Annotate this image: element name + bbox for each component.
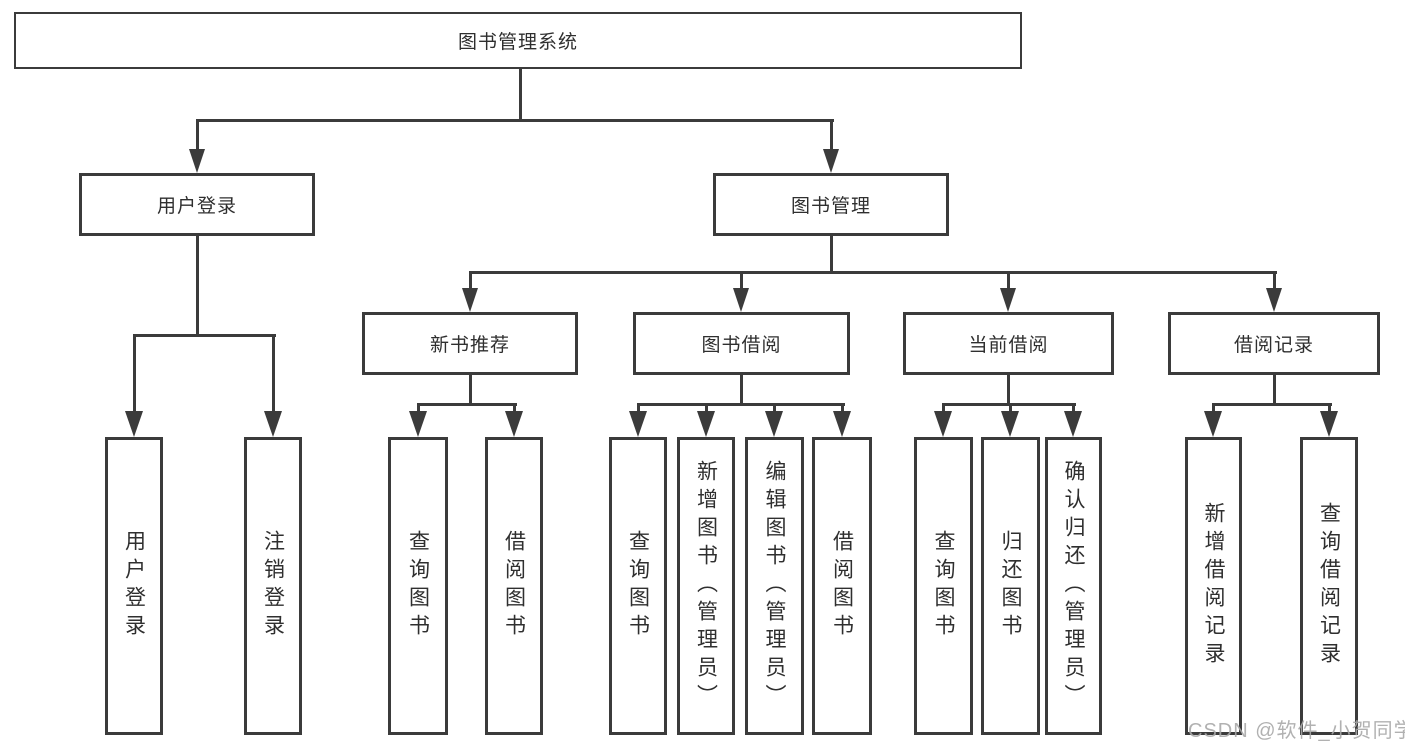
connector-line — [1072, 403, 1075, 415]
connector-line — [740, 375, 743, 406]
connector-line — [1212, 403, 1215, 415]
leaf-query-books-3: 查询图书 — [914, 437, 973, 735]
node-user-login: 用户登录 — [79, 173, 315, 236]
node-current-borrow: 当前借阅 — [903, 312, 1114, 375]
connector-line — [519, 69, 522, 121]
connector-line — [841, 403, 844, 415]
node-book-management: 图书管理 — [713, 173, 949, 236]
connector-line — [417, 403, 517, 406]
node-label: 注销登录 — [261, 530, 285, 642]
node-book-borrow: 图书借阅 — [633, 312, 850, 375]
leaf-borrow-books-1: 借阅图书 — [485, 437, 543, 735]
node-label: 借阅记录 — [1233, 335, 1314, 356]
leaf-return-books: 归还图书 — [981, 437, 1040, 735]
node-label: 查询图书 — [932, 530, 955, 642]
connector-line — [773, 403, 776, 415]
connector-line — [637, 403, 640, 415]
node-label: 归还图书 — [999, 530, 1022, 642]
connector-line — [1212, 403, 1332, 406]
leaf-edit-books-admin: 编辑图书（管理员） — [745, 437, 804, 735]
csdn-watermark: CSDN @软件_小贺同学 — [1188, 720, 1405, 742]
leaf-user-login: 用户登录 — [105, 437, 163, 735]
node-label: 图书管理系统 — [457, 32, 578, 53]
connector-line — [830, 236, 833, 274]
arrow-down-icon — [629, 411, 647, 437]
node-label: 编辑图书（管理员） — [763, 460, 786, 712]
arrow-down-icon — [697, 411, 715, 437]
connector-line — [705, 403, 708, 415]
connector-line — [1328, 403, 1331, 415]
leaf-add-borrow-record: 新增借阅记录 — [1185, 437, 1242, 735]
connector-line — [637, 403, 845, 406]
node-label: 借阅图书 — [830, 530, 854, 642]
connector-line — [1007, 271, 1010, 291]
arrow-down-icon — [125, 411, 143, 437]
leaf-add-books-admin: 新增图书（管理员） — [677, 437, 735, 735]
connector-line — [196, 119, 199, 151]
connector-line — [469, 375, 472, 406]
leaf-query-books-2: 查询图书 — [609, 437, 667, 735]
connector-line — [196, 236, 199, 337]
connector-line — [196, 119, 834, 122]
connector-line — [1273, 271, 1276, 291]
connector-line — [417, 403, 420, 415]
leaf-query-books-1: 查询图书 — [388, 437, 448, 735]
connector-line — [740, 271, 743, 291]
connector-line — [1007, 375, 1010, 406]
arrow-down-icon — [1064, 411, 1082, 437]
arrow-down-icon — [765, 411, 783, 437]
arrow-down-icon — [934, 411, 952, 437]
connector-line — [830, 119, 833, 151]
connector-line — [469, 271, 1277, 274]
leaf-query-borrow-record: 查询借阅记录 — [1300, 437, 1358, 735]
connector-line — [469, 271, 472, 291]
connector-line — [1273, 375, 1276, 406]
node-library-management-system: 图书管理系统 — [14, 12, 1022, 69]
arrow-down-icon — [733, 288, 749, 312]
node-label: 查询图书 — [626, 530, 650, 642]
connector-line — [942, 403, 945, 415]
node-label: 图书借阅 — [701, 335, 782, 356]
connector-line — [133, 334, 276, 337]
node-borrow-records: 借阅记录 — [1168, 312, 1380, 375]
leaf-confirm-return-admin: 确认归还（管理员） — [1045, 437, 1102, 735]
arrow-down-icon — [823, 149, 839, 173]
arrow-down-icon — [1266, 288, 1282, 312]
leaf-borrow-books-2: 借阅图书 — [812, 437, 872, 735]
node-label: 用户登录 — [122, 530, 146, 642]
connector-line — [133, 334, 136, 413]
arrow-down-icon — [462, 288, 478, 312]
leaf-logout: 注销登录 — [244, 437, 302, 735]
node-new-book-recommend: 新书推荐 — [362, 312, 578, 375]
arrow-down-icon — [189, 149, 205, 173]
connector-line — [1009, 403, 1012, 415]
node-label: 查询图书 — [406, 530, 430, 642]
arrow-down-icon — [833, 411, 851, 437]
arrow-down-icon — [264, 411, 282, 437]
node-label: 借阅图书 — [502, 530, 526, 642]
node-label: 新增图书（管理员） — [694, 460, 718, 712]
node-label: 当前借阅 — [968, 335, 1049, 356]
node-label: 图书管理 — [790, 196, 871, 217]
arrow-down-icon — [1000, 288, 1016, 312]
arrow-down-icon — [505, 411, 523, 437]
arrow-down-icon — [1001, 411, 1019, 437]
node-label: 新书推荐 — [429, 335, 510, 356]
node-label: 确认归还（管理员） — [1062, 460, 1085, 712]
connector-line — [272, 334, 275, 413]
node-label: 新增借阅记录 — [1202, 502, 1225, 670]
connector-line — [513, 403, 516, 415]
arrow-down-icon — [1320, 411, 1338, 437]
node-label: 查询借阅记录 — [1317, 502, 1341, 670]
arrow-down-icon — [409, 411, 427, 437]
arrow-down-icon — [1204, 411, 1222, 437]
node-label: 用户登录 — [156, 196, 237, 217]
